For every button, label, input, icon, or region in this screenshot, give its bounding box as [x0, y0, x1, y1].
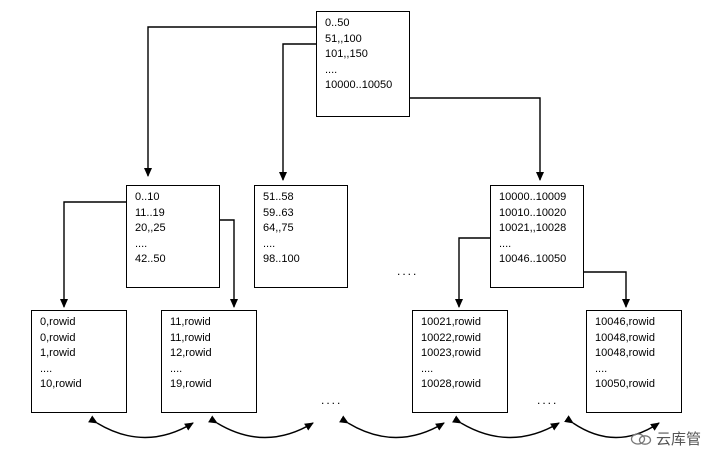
branch-ellipsis: .... — [397, 264, 419, 278]
branch-key-range: 20,,25 — [135, 222, 166, 234]
branch-node-mid: 51..58 59..63 64,,75 .... 98..100 — [254, 185, 348, 288]
branch-node-left: 0..10 11..19 20,,25 .... 42..50 — [126, 185, 220, 288]
leaf-entry: 10050,rowid — [595, 378, 655, 390]
root-key-range: 10000..10050 — [325, 79, 393, 91]
leaf-link-5 — [564, 415, 660, 439]
root-to-branch-left-arrow — [144, 26, 322, 177]
branch-key-range: 51..58 — [263, 191, 294, 203]
root-key-range: 0..50 — [325, 17, 350, 29]
leaf-link-4 — [452, 415, 560, 439]
branch-key-range: 59..63 — [263, 206, 294, 219]
leaf-entry: 11,rowid — [170, 316, 211, 328]
leaf-node-3: 10021,rowid 10022,rowid 10023,rowid ....… — [412, 310, 508, 413]
root-key-range: 51,,100 — [325, 32, 362, 45]
leaf-node-2: 11,rowid 11,rowid 12,rowid .... 19,rowid — [161, 310, 257, 413]
root-to-branch-mid-arrow — [279, 43, 322, 181]
leaf-entry: .... — [40, 362, 53, 375]
leaf-entry: .... — [170, 362, 183, 375]
leaf-entry: 10023,rowid — [421, 347, 481, 359]
branch-key-range: 0..10 — [135, 191, 160, 203]
leaf-entry: 10028,rowid — [421, 378, 481, 390]
leaf-entry: 10048,rowid — [595, 331, 655, 344]
leaf-entry: 11,rowid — [170, 331, 211, 344]
leaf-entry: 1,rowid — [40, 347, 76, 359]
leaf-link-2 — [208, 415, 314, 439]
leaf-entry: 0,rowid — [40, 316, 76, 328]
leaf-entry: 12,rowid — [170, 347, 212, 359]
leaf-node-4: 10046,rowid 10048,rowid 10048,rowid ....… — [586, 310, 682, 413]
leaf-entry: 19,rowid — [170, 378, 212, 390]
leaf-link-3 — [339, 415, 445, 439]
branch-key-range: 11..19 — [135, 206, 165, 219]
branch-right-to-leaf-4-arrow — [582, 271, 630, 308]
branch-left-to-leaf-1-arrow — [60, 201, 131, 308]
branch-key-range: .... — [263, 237, 276, 250]
branch-key-range: 10010..10020 — [499, 206, 567, 219]
branch-key-range: 64,,75 — [263, 222, 294, 234]
branch-key-range: 10000..10009 — [499, 191, 567, 203]
watermark: 云库管 — [630, 428, 701, 449]
leaf-entry: 10,rowid — [40, 378, 82, 390]
leaf-entry: 10021,rowid — [421, 316, 481, 328]
leaf-ellipsis: .... — [537, 393, 559, 407]
root-node: 0..50 51,,100 101,,150 .... 10000..10050 — [316, 11, 410, 117]
leaf-ellipsis: .... — [321, 393, 343, 407]
root-to-branch-right-arrow — [410, 97, 544, 181]
branch-node-right: 10000..10009 10010..10020 10021,,10028 .… — [490, 185, 584, 288]
leaf-entry: 10022,rowid — [421, 331, 481, 344]
leaf-entry: 10048,rowid — [595, 347, 655, 359]
chat-bubble-logo-icon — [630, 432, 652, 445]
branch-key-range: 42..50 — [135, 253, 166, 265]
watermark-text: 云库管 — [655, 431, 701, 448]
branch-key-range: 10046..10050 — [499, 253, 567, 265]
leaf-node-1: 0,rowid 0,rowid 1,rowid .... 10,rowid — [31, 310, 127, 413]
branch-key-range: .... — [499, 237, 512, 250]
leaf-entry: .... — [421, 362, 434, 375]
leaf-entry: 10046,rowid — [595, 316, 655, 328]
leaf-link-1 — [88, 415, 194, 439]
branch-right-to-leaf-3-arrow — [455, 237, 496, 308]
leaf-entry: .... — [595, 362, 608, 375]
leaf-entry: 0,rowid — [40, 331, 76, 344]
branch-key-range: 98..100 — [263, 253, 300, 265]
branch-key-range: 10021,,10028 — [499, 222, 567, 234]
branch-key-range: .... — [135, 237, 148, 250]
root-key-range: .... — [325, 63, 338, 76]
root-key-range: 101,,150 — [325, 48, 368, 60]
